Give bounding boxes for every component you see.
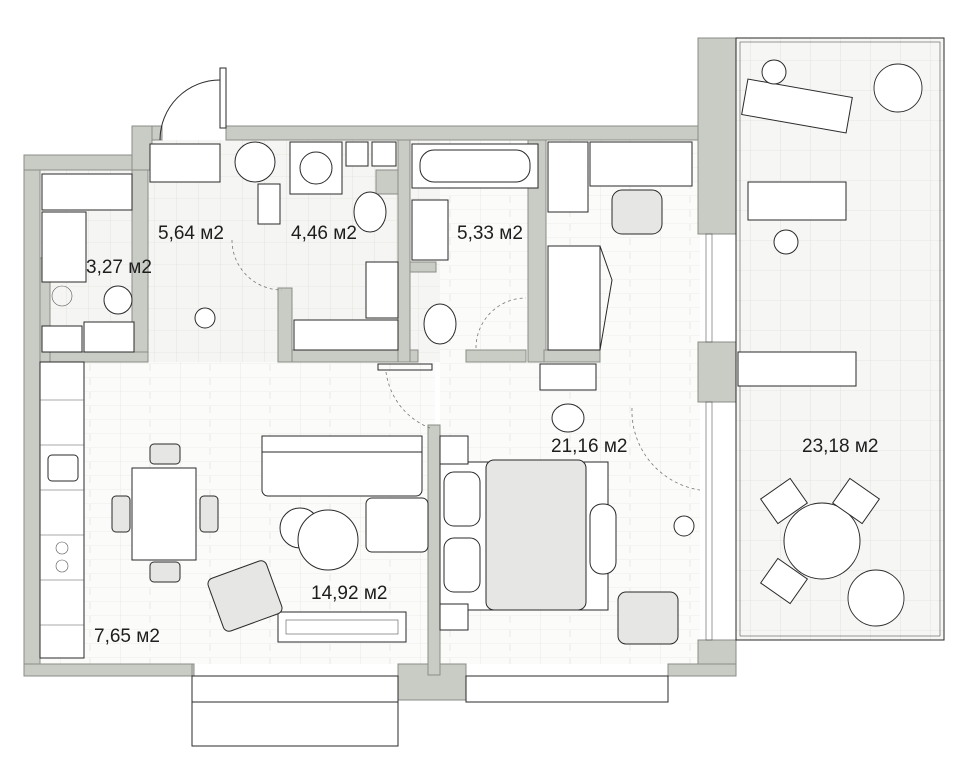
area-label-bathroom-2: 5,33 м2	[457, 223, 523, 244]
furniture	[39, 59, 923, 659]
area-label-kitchen: 7,65 м2	[94, 626, 160, 647]
area-label-terrace: 23,18 м2	[802, 436, 878, 457]
area-label-bedroom: 21,16 м2	[551, 436, 627, 457]
area-label-wardrobe: 3,27 м2	[86, 257, 152, 278]
area-label-hallway: 5,64 м2	[158, 223, 224, 244]
walls	[23, 37, 945, 747]
area-label-bathroom-1: 4,46 м2	[291, 223, 357, 244]
area-label-living-room: 14,92 м2	[311, 583, 387, 604]
area-labels: 3,27 м2 5,64 м2 4,46 м2 5,33 м2 21,16 м2…	[86, 223, 878, 647]
